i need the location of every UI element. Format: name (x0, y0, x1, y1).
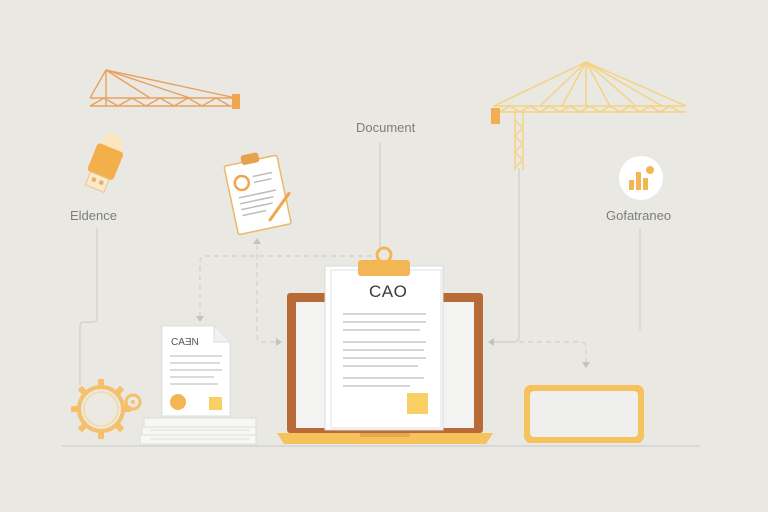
small-gear-icon (124, 393, 142, 411)
arrowhead (253, 238, 261, 244)
arrowhead (488, 338, 494, 346)
gear-icon (71, 379, 131, 439)
label-governance: Gofatraneo (606, 208, 672, 223)
label-document: Document (356, 120, 416, 135)
connector-evidence-gear (79, 228, 98, 385)
arrowhead (276, 338, 282, 346)
connector-arrowheads (196, 238, 590, 368)
arrowhead (582, 362, 590, 368)
connector-laptop-tablet (492, 341, 587, 365)
connector-dashed-top (199, 255, 372, 318)
connector-lines (79, 142, 641, 385)
paper-stack-icon (139, 417, 257, 445)
connector-clipdoc-laptop (256, 245, 278, 343)
governance-bar-chart-icon (619, 156, 663, 200)
arrowhead (196, 316, 204, 322)
tablet-device-icon (524, 385, 644, 443)
connector-crane-laptop (492, 168, 520, 343)
crane-right-icon (491, 61, 687, 170)
crane-left-icon (89, 69, 240, 109)
small-document-title: CAƎN (171, 337, 199, 348)
label-evidence: Eldence (70, 208, 117, 223)
small-document-icon (161, 325, 231, 417)
clipboard-document-icon (223, 152, 292, 236)
usb-drive-icon (84, 133, 124, 193)
clipboard-title: CAO (369, 282, 408, 301)
clipboard-icon (324, 246, 444, 431)
